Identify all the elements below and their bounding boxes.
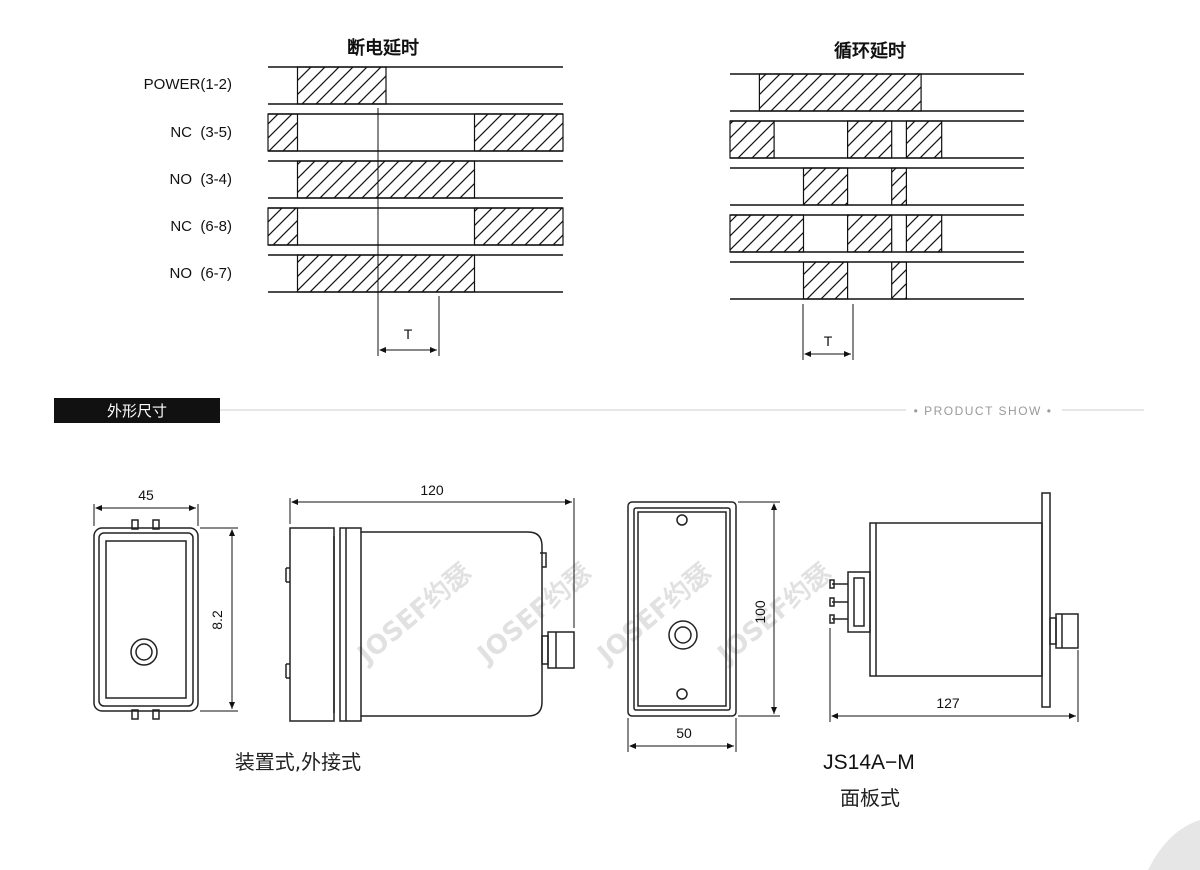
section-header: 外形尺寸 • PRODUCT SHOW • [54,398,1144,423]
front-bottom-pin-left [131,709,139,720]
off-delay-row-1-on-segment-0 [267,113,299,152]
caption-panel-type: 面板式 [840,786,900,810]
cycle-delay-row-2 [730,167,1024,206]
timing-row-labels: POWER(1-2) NC (3-5) NO (3-4) NC (6-8) NO… [144,76,232,282]
front-view: 45 8.2 [93,487,238,720]
panel-screw-bottom [676,688,688,700]
panel-knob-outer [668,620,698,650]
cycle-delay-row-0-on-segment-0 [758,73,922,112]
left-t-label: T [404,326,413,342]
section-title: 外形尺寸 [107,402,167,420]
cycle-delay-row-1-on-segment-0 [729,120,775,159]
watermark-1: JOSEF约瑟 [350,557,477,671]
off-delay-row-3-on-segment-1 [473,207,564,246]
right-t-label: T [824,333,833,349]
side-bezel [289,527,335,722]
row-label-nc-6-8: NC (6-8) [170,218,232,235]
timing-diagram-cycle-delay: 循环延时 [729,40,1024,300]
front-knob-inner [135,643,153,661]
cycle-delay-row-4 [730,261,1024,300]
watermark-3: JOSEF约瑟 [590,557,717,671]
left-t-dimension: T [377,108,440,356]
off-delay-row-3-on-segment-0 [267,207,299,246]
off-delay-row-3 [267,207,564,246]
front-housing-inner [98,532,194,707]
side-knob [547,631,575,669]
cycle-delay-row-3-on-segment-2 [905,214,943,253]
panel-knob-inner [674,626,692,644]
row-label-nc-3-5: NC (3-5) [170,124,232,141]
caption-mount-type: 装置式,外接式 [235,750,361,774]
off-delay-row-2 [268,160,563,199]
cycle-delay-row-0 [730,73,1024,112]
caption-model: JS14A−M [823,751,915,774]
section-subtitle: • PRODUCT SHOW • [914,404,1053,418]
front-top-pin-right [152,519,160,530]
off-delay-row-0-on-segment-0 [296,66,387,105]
section-title-bar [54,398,220,423]
front-face-panel [105,540,187,699]
cycle-delay-row-4-on-segment-1 [891,261,908,300]
panel-side-view: 127 [829,492,1079,722]
side-view: 120 [285,482,575,722]
panel-face [637,511,727,707]
dim-panel-height: 100 [752,600,768,624]
cycle-delay-title: 循环延时 [834,40,906,62]
panel-front-view: 100 50 [627,501,780,752]
panel-side-body [869,522,1043,677]
dim-side-length: 120 [420,482,444,498]
cycle-delay-row-2-on-segment-1 [891,167,908,206]
off-delay-row-4-on-segment-0 [296,254,476,293]
row-label-no-6-7: NO (6-7) [169,265,232,282]
watermark-2: JOSEF约瑟 [470,557,597,671]
off-delay-row-1 [267,113,564,152]
dim-panel-width: 50 [676,725,692,741]
cycle-delay-row-1-on-segment-2 [905,120,943,159]
front-housing [93,527,199,712]
front-knob-outer [130,638,158,666]
panel-screw-top [676,514,688,526]
off-delay-row-1-on-segment-1 [473,113,564,152]
panel-side-connector [847,571,871,633]
page-curl [1148,820,1200,870]
cycle-delay-row-3-on-segment-0 [729,214,805,253]
side-body [339,527,543,722]
timing-diagram-off-delay: 断电延时 [267,37,564,293]
cycle-delay-row-2-on-segment-0 [802,167,849,206]
cycle-delay-row-4-on-segment-0 [802,261,849,300]
row-label-no-3-4: NO (3-4) [169,171,232,188]
off-delay-row-4 [268,254,563,293]
row-label-power: POWER(1-2) [144,76,232,93]
off-delay-row-0 [268,66,563,105]
front-top-pin-left [131,519,139,530]
cycle-delay-row-3 [729,214,1024,253]
panel-side-knob [1055,613,1079,649]
front-bottom-pin-right [152,709,160,720]
right-t-dimension: T [802,304,854,360]
panel-housing [627,501,737,717]
off-delay-row-2-on-segment-0 [296,160,476,199]
dim-panel-side-length: 127 [936,695,960,711]
dim-front-height: 8.2 [209,610,225,630]
cycle-delay-row-1 [729,120,1024,159]
cycle-delay-row-3-on-segment-1 [846,214,893,253]
cycle-delay-row-1-on-segment-1 [846,120,893,159]
panel-mount-plate [1041,492,1051,708]
off-delay-title: 断电延时 [347,37,419,59]
dim-front-width: 45 [138,487,154,503]
